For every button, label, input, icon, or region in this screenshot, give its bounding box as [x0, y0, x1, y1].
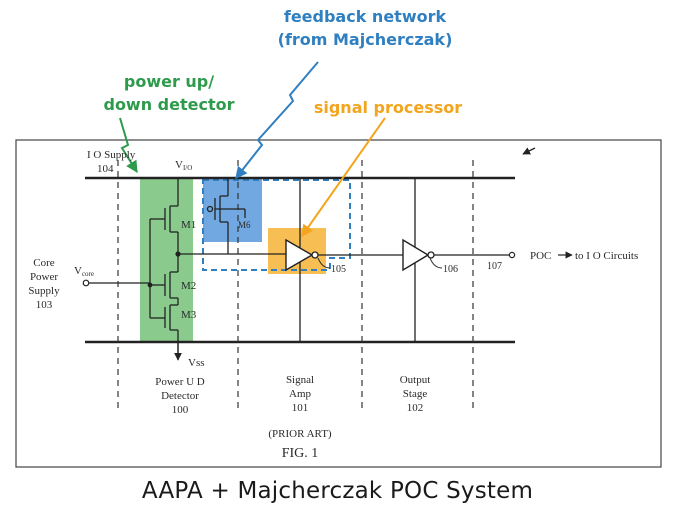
power-arrow [120, 118, 137, 172]
m1-label: M1 [181, 219, 196, 231]
inverter-106 [403, 240, 434, 270]
power-ud-line1: Power U D [155, 376, 205, 388]
prior-art-label: (PRIOR ART) [268, 428, 332, 440]
feedback-label-1: feedback network [284, 7, 447, 26]
core-power-line4: 103 [36, 299, 53, 311]
io-supply-label: I O Supply [87, 149, 136, 161]
fig-label: FIG. 1 [282, 446, 319, 461]
power-ud-line3: 100 [172, 404, 189, 416]
io-supply-ref: 104 [97, 163, 114, 175]
signal-amp-line2: Amp [289, 388, 312, 400]
ref-107-label: 107 [487, 261, 502, 272]
m2-label: M2 [181, 280, 196, 292]
ref-105-label: 105 [331, 264, 346, 275]
output-stage-line1: Output [400, 374, 431, 386]
slide-caption: AAPA + Majcherczak POC System [0, 478, 675, 504]
signal-processor-label: signal processor [314, 98, 462, 117]
vss-label: Vss [188, 357, 205, 369]
signal-amp-line3: 101 [292, 402, 309, 414]
poc-output-terminal [509, 252, 514, 257]
feedback-label-2: (from Majcherczak) [278, 30, 453, 49]
feedback-arrow [236, 62, 318, 178]
power-label-2: down detector [103, 95, 234, 114]
output-stage-line2: Stage [403, 388, 428, 400]
ref-106-label: 106 [443, 264, 458, 275]
vcore-label: Vcore [74, 265, 94, 278]
vcore-terminal [83, 280, 89, 286]
poc-label: POC [530, 250, 551, 262]
core-power-line2: Power [30, 271, 58, 283]
m6-label: M6 [238, 220, 251, 230]
node-dot-1 [175, 251, 180, 256]
m3-label: M3 [181, 309, 197, 321]
output-stage-line3: 102 [407, 402, 424, 414]
core-power-line3: Supply [28, 285, 60, 297]
power-label-1: power up/ [124, 72, 214, 91]
vio-label: VI/O [175, 159, 192, 172]
signal-amp-line1: Signal [286, 374, 314, 386]
figure-frame [16, 140, 661, 467]
power-ud-line2: Detector [161, 390, 199, 402]
ref-106-leader [430, 258, 442, 268]
core-power-line1: Core [33, 257, 55, 269]
frame-corner-arrow [523, 148, 535, 154]
node-dot-2 [148, 283, 153, 288]
to-io-circuits-label: to I O Circuits [575, 250, 638, 262]
